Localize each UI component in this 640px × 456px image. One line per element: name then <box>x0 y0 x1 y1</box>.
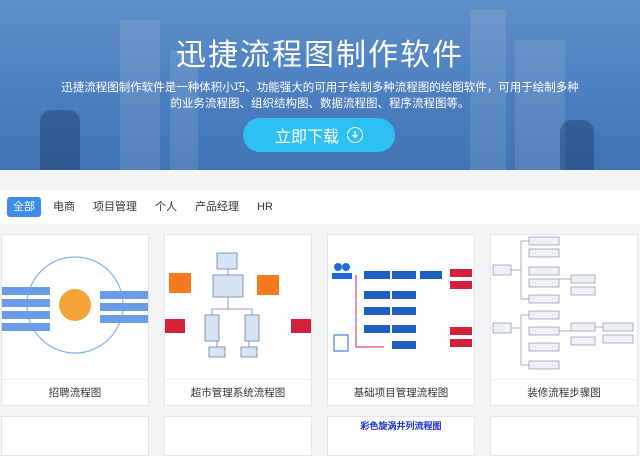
template-card[interactable]: 招聘流程图 <box>1 234 149 406</box>
tab-all[interactable]: 全部 <box>7 197 41 217</box>
hero-banner: 迅捷流程图制作软件 迅捷流程图制作软件是一种体积小巧、功能强大的可用于绘制多种流… <box>0 0 640 170</box>
tab-ecommerce[interactable]: 电商 <box>53 201 75 213</box>
template-caption: 超市管理系统流程图 <box>165 379 311 406</box>
tab-product-manager[interactable]: 产品经理 <box>195 201 239 213</box>
category-tabs: 全部 电商 项目管理 个人 产品经理 HR <box>0 190 640 224</box>
template-card[interactable] <box>164 416 312 456</box>
template-thumbnail <box>491 235 637 379</box>
template-card[interactable]: 基础项目管理流程图 <box>327 234 475 406</box>
template-card[interactable] <box>1 416 149 456</box>
template-card[interactable]: 装修流程步骤图 <box>490 234 638 406</box>
template-thumbnail <box>328 235 474 379</box>
download-circle-icon <box>347 127 363 143</box>
tab-personal[interactable]: 个人 <box>155 201 177 213</box>
template-thumbnail <box>165 235 311 379</box>
background-building <box>170 50 198 170</box>
tab-hr[interactable]: HR <box>257 201 273 213</box>
template-caption: 基础项目管理流程图 <box>328 379 474 406</box>
download-button-label: 立即下载 <box>274 129 339 146</box>
template-thumbnail-title: 彩色旋涡井列流程图 <box>360 421 442 431</box>
hero-description: 迅捷流程图制作软件是一种体积小巧、功能强大的可用于绘制多种流程图的绘图软件，可用… <box>61 82 579 110</box>
tab-project-management[interactable]: 项目管理 <box>93 201 137 213</box>
template-card[interactable]: 超市管理系统流程图 <box>164 234 312 406</box>
template-thumbnail <box>2 235 148 379</box>
background-building <box>515 40 565 170</box>
template-caption: 装修流程步骤图 <box>491 379 637 406</box>
background-building <box>470 10 506 170</box>
download-button[interactable]: 立即下载 <box>243 118 395 152</box>
page-title: 迅捷流程图制作软件 <box>176 39 464 72</box>
background-person <box>560 120 594 170</box>
template-caption: 招聘流程图 <box>2 379 148 406</box>
background-building <box>120 20 160 170</box>
template-card[interactable] <box>490 416 638 456</box>
background-person <box>40 110 80 170</box>
template-card[interactable]: 彩色旋涡井列流程图 <box>327 416 475 456</box>
